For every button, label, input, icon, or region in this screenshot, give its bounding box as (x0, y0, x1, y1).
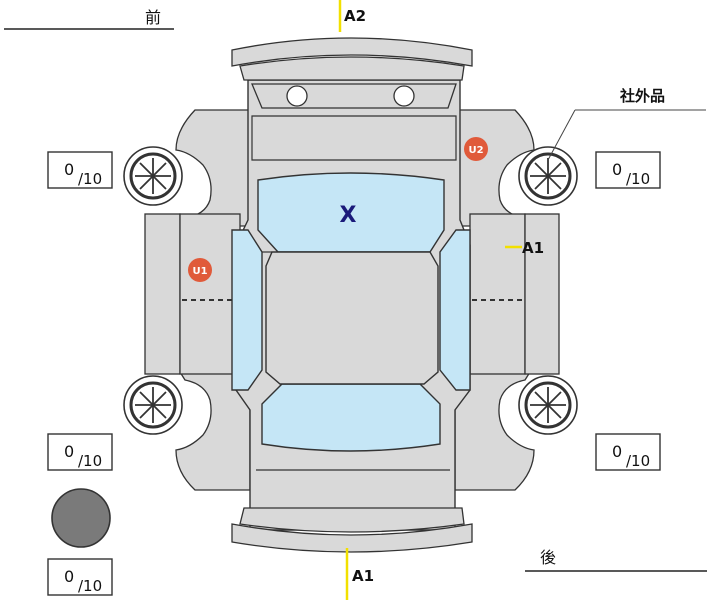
rear-left-wheel (123, 375, 183, 435)
rear-label: 後 (540, 548, 556, 567)
tread-value: 0 (64, 442, 74, 461)
centre-x-mark: X (340, 203, 357, 228)
right-headlight (393, 85, 415, 107)
tread-max: /10 (78, 577, 102, 595)
windshield (257, 172, 445, 253)
hood-panel (251, 115, 457, 161)
tread-max: /10 (626, 452, 650, 470)
rear-window (261, 383, 441, 452)
tread-max: /10 (626, 170, 650, 188)
left-doors (179, 213, 241, 375)
tread-box-rear-left[interactable]: 0 /10 (47, 433, 113, 471)
glass (231, 172, 471, 452)
tread-box-spare[interactable]: 0 /10 (47, 558, 113, 596)
tread-max: /10 (78, 452, 102, 470)
rear-right-wheel (518, 375, 578, 435)
damage-marker-u2[interactable]: U2 (464, 137, 488, 161)
front-bumper-lower (239, 56, 465, 81)
left-headlight (286, 85, 308, 107)
right-side-window (439, 229, 471, 391)
damage-marker-u1[interactable]: U1 (188, 258, 212, 282)
front-label: 前 (145, 8, 161, 27)
damage-marker-label: U1 (192, 266, 207, 277)
tread-box-front-left[interactable]: 0 /10 (47, 151, 113, 189)
front-right-wheel (518, 146, 578, 206)
tread-box-rear-right[interactable]: 0 /10 (595, 433, 661, 471)
tread-value: 0 (612, 160, 622, 179)
rear-left-fender (175, 371, 251, 491)
rear-right-fender (454, 371, 535, 491)
tread-box-front-right[interactable]: 0 /10 (595, 151, 661, 189)
right-outer-sill (524, 213, 560, 375)
wheels (123, 146, 578, 435)
tread-value: 0 (64, 567, 74, 586)
tread-max: /10 (78, 170, 102, 188)
front-left-fender (175, 109, 251, 227)
spare-tire (51, 488, 111, 548)
right-doors (469, 213, 526, 375)
aftermarket-label: 社外品 (619, 87, 665, 105)
front-left-wheel (123, 146, 183, 206)
side-panels (144, 213, 560, 375)
left-outer-sill (144, 213, 181, 375)
tread-value: 0 (612, 442, 622, 461)
fenders (175, 109, 535, 491)
damage-marker-label: U2 (468, 145, 483, 156)
damage-label-a1-rear: A1 (352, 567, 374, 585)
rear-bumper-upper (239, 507, 465, 533)
damage-label-a2: A2 (344, 7, 366, 25)
roof (265, 251, 439, 385)
damage-label-a1-right: A1 (522, 239, 544, 257)
callout-leader (547, 109, 576, 161)
front-bumper (231, 37, 473, 67)
tread-value: 0 (64, 160, 74, 179)
left-side-window (231, 229, 263, 391)
hood (251, 83, 457, 109)
rear-bumper (231, 523, 473, 553)
